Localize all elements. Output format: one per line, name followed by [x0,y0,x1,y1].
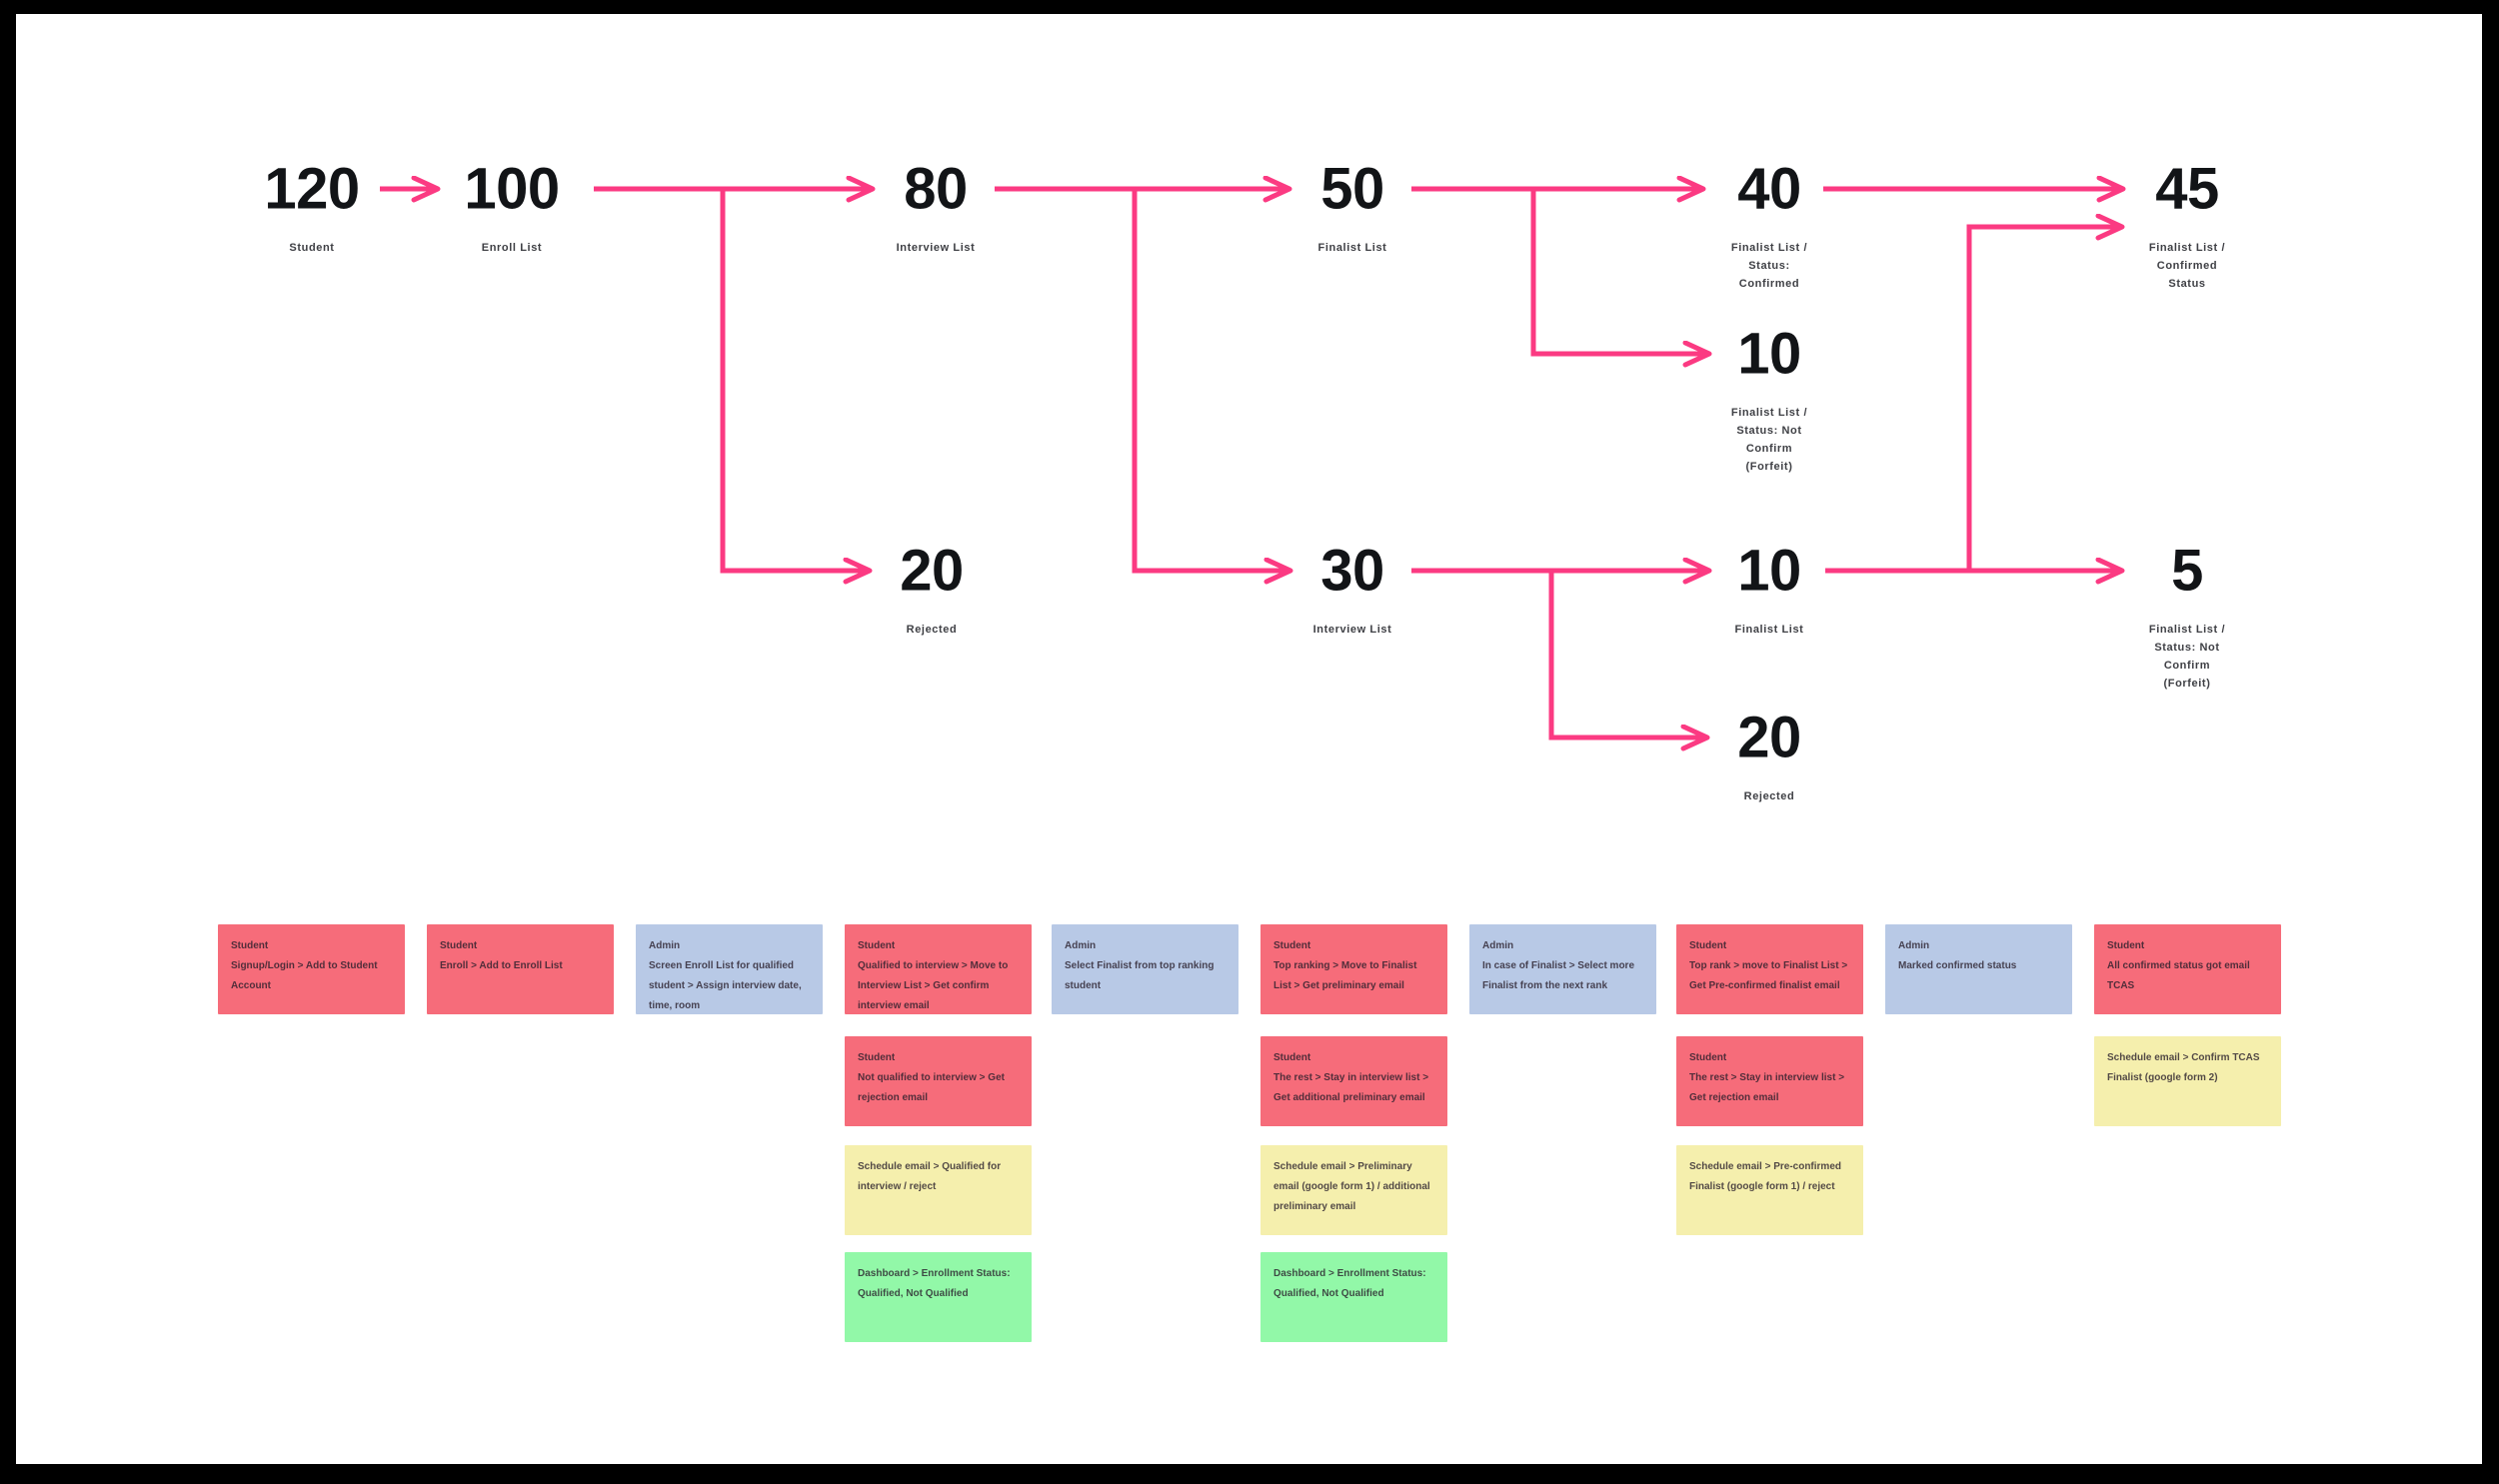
note-actor: Student [231,940,269,951]
note-actor: Student [1689,1052,1727,1063]
sticky-note-more-finalist[interactable]: Admin In case of Finalist > Select more … [1469,924,1656,1014]
note-text: Enroll > Add to Enroll List [440,960,563,971]
sticky-note-schedule-qualified[interactable]: Schedule email > Qualified for interview… [845,1145,1032,1235]
note-actor: Student [1273,940,1311,951]
connector-80-to-30[interactable] [1132,189,1290,571]
node-count: 40 [1737,156,1801,222]
sticky-note-signup[interactable]: Student Signup/Login > Add to Student Ac… [218,924,405,1014]
node-count: 80 [904,156,968,222]
note-actor: Student [440,940,478,951]
note-text: Schedule email > Preliminary email (goog… [1273,1161,1430,1212]
connector-50-to-10-forfeit[interactable] [1530,189,1709,354]
sticky-note-qualified-interview[interactable]: Student Qualified to interview > Move to… [845,924,1032,1014]
node-label: Finalist List [1734,624,1804,636]
node-count: 30 [1320,538,1384,604]
node-count: 120 [264,156,360,222]
note-text: The rest > Stay in interview list > Get … [1689,1072,1845,1103]
note-text: Top ranking > Move to Finalist List > Ge… [1273,960,1417,991]
note-actor: Student [2107,940,2145,951]
node-label: Rejected [1743,790,1795,802]
note-actor: Admin [1482,940,1514,951]
sticky-note-rest-additional[interactable]: Student The rest > Stay in interview lis… [1260,1036,1447,1126]
sticky-note-top-ranking[interactable]: Student Top ranking > Move to Finalist L… [1260,924,1447,1014]
note-text: All confirmed status got email TCAS [2107,960,2250,991]
node-label: Interview List [896,242,976,254]
note-text: Dashboard > Enrollment Status: Qualified… [1273,1268,1426,1299]
note-text: The rest > Stay in interview list > Get … [1273,1072,1429,1103]
sticky-note-marked-confirmed[interactable]: Admin Marked confirmed status [1885,924,2072,1014]
node-label: Enroll List [481,242,543,254]
sticky-note-schedule-tcas-confirm[interactable]: Schedule email > Confirm TCAS Finalist (… [2094,1036,2281,1126]
sticky-note-enroll[interactable]: Student Enroll > Add to Enroll List [427,924,614,1014]
node-label: Finalist List / Status: Confirmed [1730,242,1808,290]
connector-10-to-45[interactable] [1966,227,2122,571]
node-label: Finalist List / Status: Not Confirm (For… [2148,624,2226,690]
sticky-note-schedule-preconfirmed[interactable]: Schedule email > Pre-confirmed Finalist … [1676,1145,1863,1235]
node-count: 10 [1737,321,1801,387]
node-count: 45 [2155,156,2219,222]
note-text: Marked confirmed status [1898,960,2017,971]
note-text: Select Finalist from top ranking student [1065,960,1215,991]
note-text: Not qualified to interview > Get rejecti… [858,1072,1005,1103]
node-label: Interview List [1312,624,1392,636]
node-count: 50 [1320,156,1384,222]
sticky-note-tcas-email[interactable]: Student All confirmed status got email T… [2094,924,2281,1014]
sticky-note-not-qualified[interactable]: Student Not qualified to interview > Get… [845,1036,1032,1126]
sticky-note-rest-rejection[interactable]: Student The rest > Stay in interview lis… [1676,1036,1863,1126]
note-text: Dashboard > Enrollment Status: Qualified… [858,1268,1011,1299]
note-text: Top rank > move to Finalist List > Get P… [1689,960,1848,991]
sticky-note-top-rank-preconfirmed[interactable]: Student Top rank > move to Finalist List… [1676,924,1863,1014]
connector-100-to-20-rejected[interactable] [720,189,870,571]
sticky-note-select-finalist[interactable]: Admin Select Finalist from top ranking s… [1052,924,1239,1014]
node-label: Finalist List / Confirmed Status [2148,242,2226,290]
node-count: 100 [464,156,560,222]
note-text: Schedule email > Qualified for interview… [858,1161,1002,1192]
connector-30-to-20-rejected[interactable] [1548,571,1707,738]
note-actor: Student [858,1052,896,1063]
node-label: Finalist List [1317,242,1387,254]
note-text: Schedule email > Confirm TCAS Finalist (… [2107,1052,2260,1083]
sticky-note-dashboard-enrollment-2[interactable]: Dashboard > Enrollment Status: Qualified… [1260,1252,1447,1342]
note-actor: Admin [649,940,681,951]
node-label: Student [289,242,335,254]
sticky-note-schedule-preliminary[interactable]: Schedule email > Preliminary email (goog… [1260,1145,1447,1235]
note-actor: Admin [1065,940,1097,951]
sticky-note-dashboard-enrollment-1[interactable]: Dashboard > Enrollment Status: Qualified… [845,1252,1032,1342]
sticky-note-screen-enroll[interactable]: Admin Screen Enroll List for qualified s… [636,924,823,1014]
node-count: 5 [2171,538,2203,604]
note-actor: Student [1689,940,1727,951]
node-count: 10 [1737,538,1801,604]
note-actor: Student [858,940,896,951]
note-actor: Student [1273,1052,1311,1063]
note-actor: Admin [1898,940,1930,951]
note-text: Schedule email > Pre-confirmed Finalist … [1689,1161,1841,1192]
node-count: 20 [1737,705,1801,770]
note-text: Signup/Login > Add to Student Account [231,960,378,991]
node-label: Finalist List / Status: Not Confirm (For… [1730,407,1808,473]
note-text: Screen Enroll List for qualified student… [649,960,802,1011]
whiteboard-canvas[interactable] [16,14,2482,1464]
node-label: Rejected [906,624,958,636]
node-count: 20 [900,538,964,604]
note-text: Qualified to interview > Move to Intervi… [858,960,1009,1011]
note-text: In case of Finalist > Select more Finali… [1482,960,1635,991]
